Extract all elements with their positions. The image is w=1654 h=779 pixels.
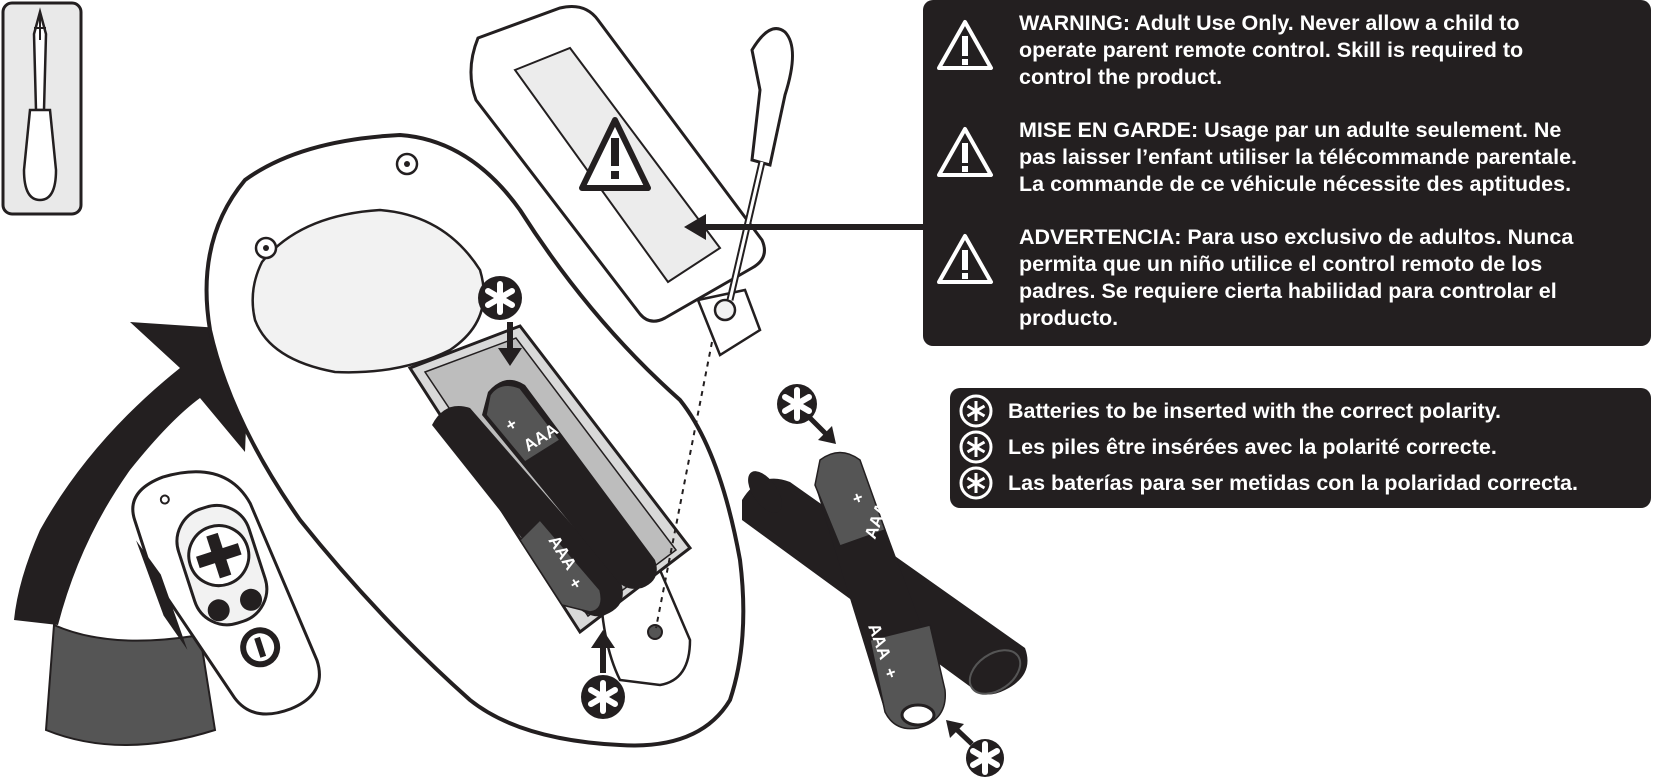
asterisk-icon — [959, 394, 993, 428]
screw-guide-line — [655, 341, 713, 629]
polarity-marker-top — [478, 276, 522, 366]
polarity-marker-battery-top — [777, 384, 836, 444]
warning-french: MISE EN GARDE: Usage par un adulte seule… — [935, 117, 1637, 198]
warning-text: MISE EN GARDE: Usage par un adulte seule… — [1019, 118, 1578, 196]
small-remote-icon — [131, 470, 321, 716]
warning-english: WARNING: Adult Use Only. Never allow a c… — [935, 10, 1637, 91]
warning-pointer-arrow — [684, 214, 925, 240]
screwdriver-icon — [726, 27, 794, 301]
battery-notes-panel: Batteries to be inserted with the correc… — [950, 388, 1651, 508]
compartment-battery-left: AAA + — [432, 406, 623, 617]
battery-note-spanish: Las baterías para ser metidas con la pol… — [958, 466, 1643, 500]
screwdriver-tool-icon — [1, 1, 83, 216]
battery-note-french: Les piles être insérées avec la polarité… — [958, 430, 1643, 464]
polarity-marker-bottom — [581, 630, 625, 719]
battery-note-text: Las baterías para ser metidas con la pol… — [1008, 470, 1578, 495]
compartment-battery-right: AAA + — [482, 379, 657, 589]
asterisk-icon — [959, 466, 993, 500]
battery-note-text: Les piles être insérées avec la polarité… — [1008, 434, 1497, 459]
warning-triangle-icon — [937, 20, 993, 70]
warning-panel: WARNING: Adult Use Only. Never allow a c… — [923, 0, 1651, 346]
warning-triangle-icon — [937, 234, 993, 284]
asterisk-icon — [959, 430, 993, 464]
warning-spanish: ADVERTENCIA: Para uso exclusivo de adult… — [935, 224, 1637, 332]
warning-text: WARNING: Adult Use Only. Never allow a c… — [1019, 11, 1524, 89]
loose-battery-aaa: AAA + AAA + — [814, 451, 946, 730]
rotate-arrow-icon — [14, 322, 250, 746]
polarity-marker-battery-bottom — [946, 720, 1004, 777]
warning-triangle-icon — [937, 127, 993, 177]
battery-cover — [469, 5, 766, 357]
battery-note-text: Batteries to be inserted with the correc… — [1008, 398, 1502, 423]
battery-note-english: Batteries to be inserted with the correc… — [958, 394, 1643, 428]
warning-text: ADVERTENCIA: Para uso exclusivo de adult… — [1019, 225, 1574, 330]
